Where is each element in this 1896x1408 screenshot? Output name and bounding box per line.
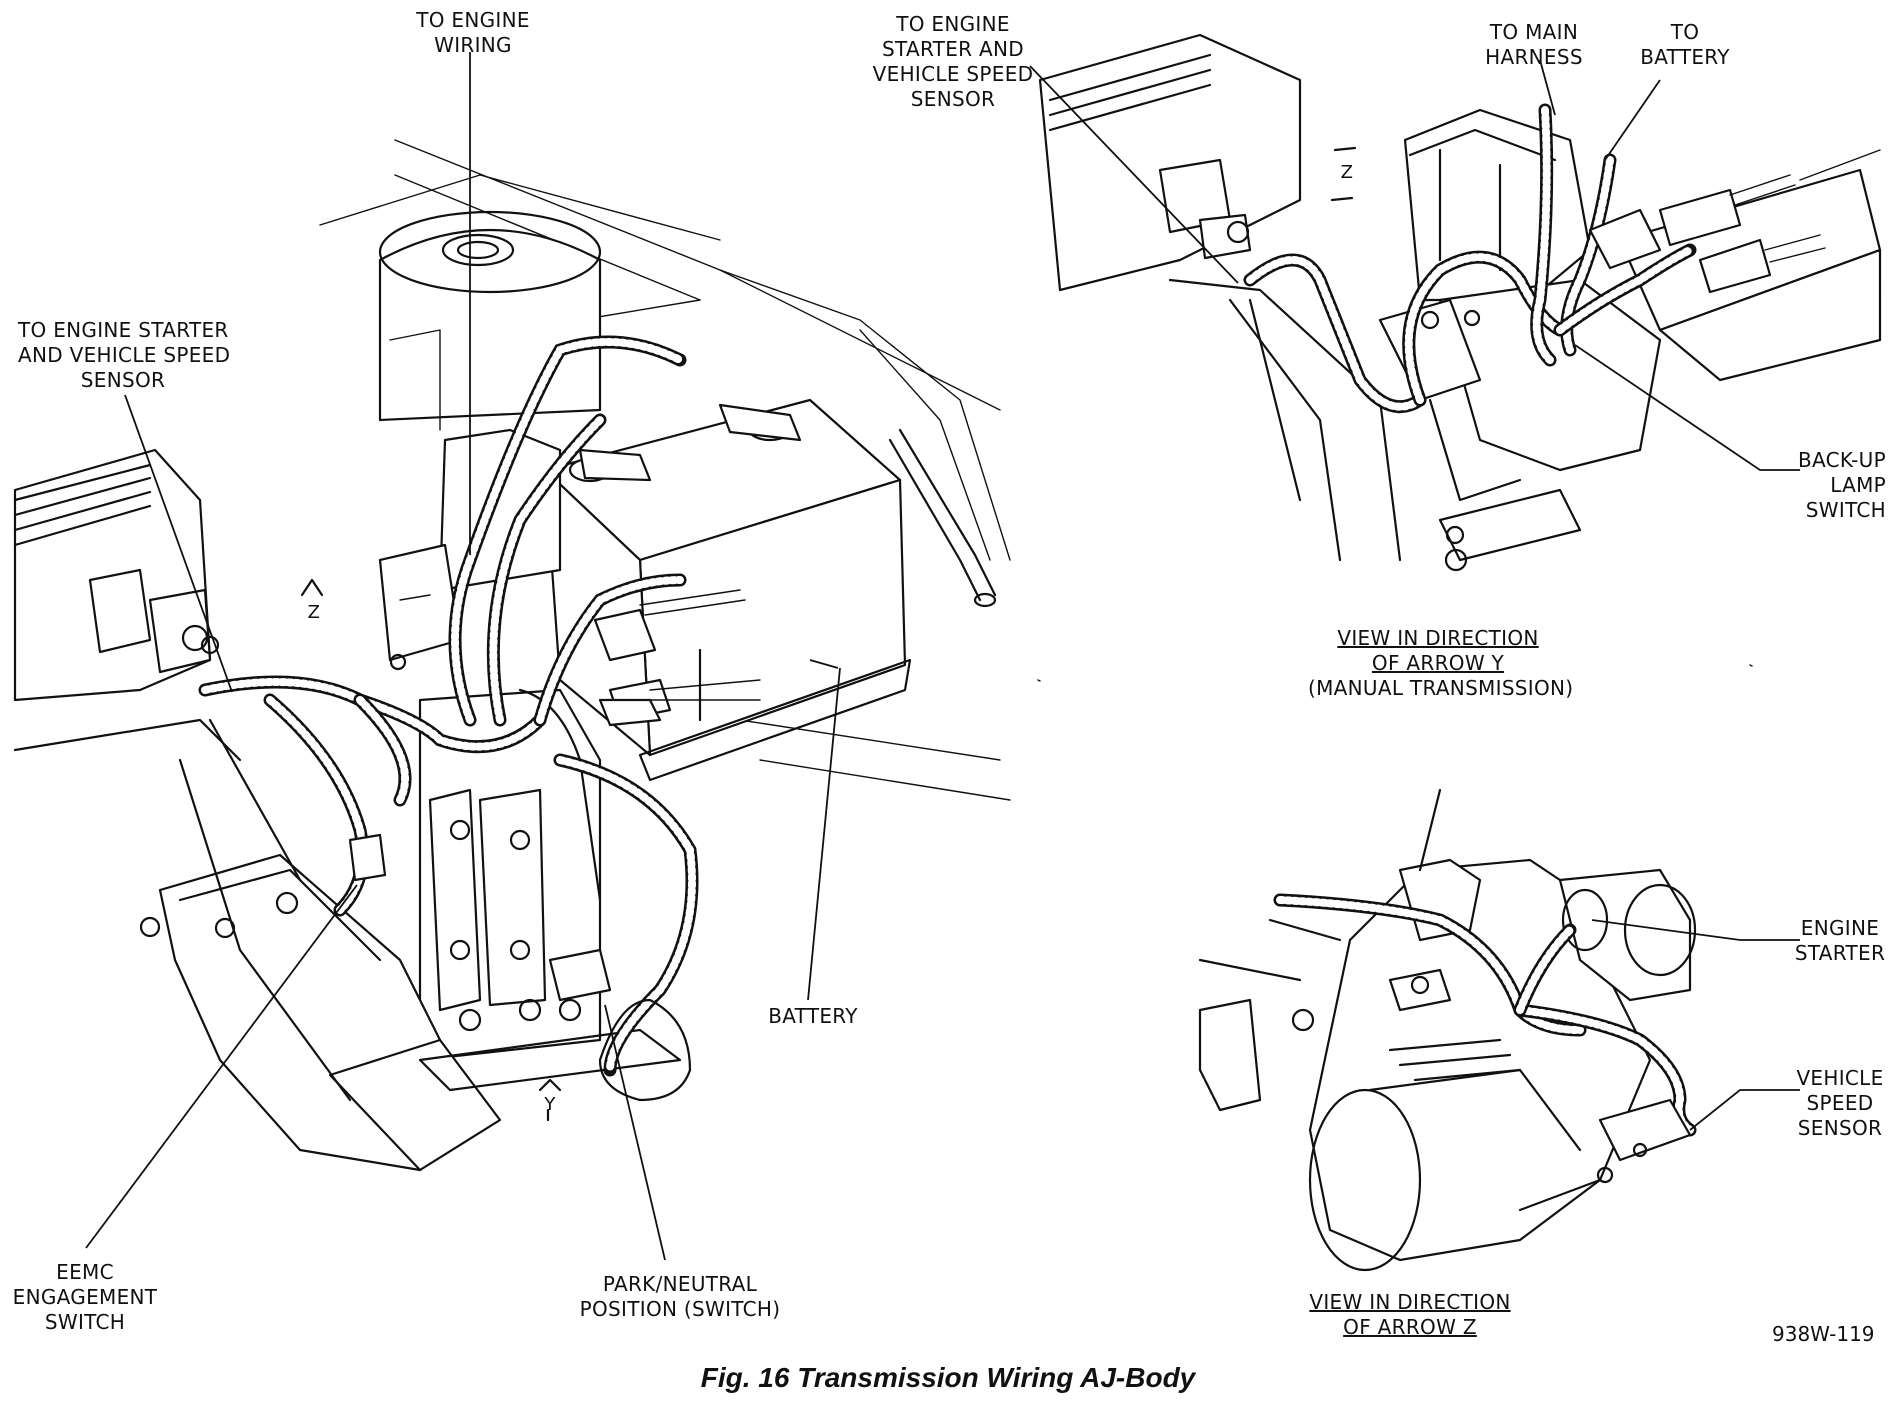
label-to-engine-wiring-l2: WIRING (434, 33, 512, 57)
arrow-z-marker-inset: Z (1340, 162, 1354, 183)
label-to-engine-starter-left-l3: SENSOR (80, 368, 166, 392)
label-to-battery: TO BATTERY (1630, 20, 1740, 70)
label-to-engine-wiring: TO ENGINE WIRING (408, 8, 538, 58)
label-to-main-harness-l1: TO MAIN (1489, 20, 1579, 44)
inset-y-leaders (1029, 59, 1800, 471)
label-view-arrow-y-l3: (MANUAL TRANSMISSION) (1308, 676, 1574, 700)
label-view-arrow-y-l2: OF ARROW Y (1371, 651, 1505, 675)
label-to-battery-l2: BATTERY (1640, 45, 1730, 69)
label-view-arrow-z-l1: VIEW IN DIRECTION (1309, 1290, 1511, 1314)
label-to-engine-starter-left-l1: TO ENGINE STARTER (18, 318, 229, 342)
figure-caption: Fig. 16 Transmission Wiring AJ-Body (700, 1362, 1196, 1393)
arrow-y-marker: Y (544, 1094, 556, 1115)
label-to-engine-starter-top-l4: SENSOR (910, 87, 996, 111)
label-to-engine-starter-top-l2: STARTER AND (882, 37, 1024, 61)
label-to-engine-starter-left-l2: AND VEHICLE SPEED (18, 343, 231, 367)
label-vehicle-speed-sensor-l3: SENSOR (1797, 1116, 1883, 1140)
label-eemc-l2: ENGAGEMENT (12, 1285, 158, 1309)
label-eemc-l1: EEMC (56, 1260, 114, 1284)
label-to-engine-starter-left: TO ENGINE STARTER AND VEHICLE SPEED SENS… (18, 318, 231, 393)
label-back-up-lamp-switch-l2: LAMP (1830, 473, 1886, 497)
label-to-engine-wiring-l1: TO ENGINE (416, 8, 530, 32)
figure-code: 938W-119 (1772, 1322, 1875, 1346)
label-view-arrow-z: VIEW IN DIRECTION OF ARROW Z (1300, 1290, 1520, 1340)
label-engine-starter-l2: STARTER (1794, 941, 1886, 965)
label-to-main-harness-l2: HARNESS (1485, 45, 1583, 69)
label-view-arrow-z-l2: OF ARROW Z (1343, 1315, 1477, 1339)
label-engine-starter: ENGINE STARTER (1790, 916, 1890, 966)
label-to-main-harness: TO MAIN HARNESS (1474, 20, 1594, 70)
label-park-neutral-switch: PARK/NEUTRAL POSITION (SWITCH) (570, 1272, 790, 1322)
inset-z-leaders (1591, 919, 1800, 1131)
label-view-arrow-y: VIEW IN DIRECTION OF ARROW Y (MANUAL TRA… (1308, 626, 1574, 701)
label-park-neutral-l1: PARK/NEUTRAL (602, 1272, 758, 1296)
label-back-up-lamp-switch: BACK-UP LAMP SWITCH (1770, 448, 1886, 523)
inset-y-drawing (1038, 33, 1882, 572)
label-back-up-lamp-switch-l3: SWITCH (1805, 498, 1886, 522)
label-view-arrow-y-l1: VIEW IN DIRECTION (1337, 626, 1539, 650)
label-to-engine-starter-top: TO ENGINE STARTER AND VEHICLE SPEED SENS… (868, 12, 1038, 112)
label-park-neutral-l2: POSITION (SWITCH) (579, 1297, 781, 1321)
arrow-z-marker: Z (307, 602, 321, 623)
label-battery: BATTERY (768, 1004, 858, 1028)
label-eemc-l3: SWITCH (44, 1310, 126, 1334)
inset-z-drawing (1198, 788, 1697, 1272)
label-eemc-engagement-switch: EEMC ENGAGEMENT SWITCH (10, 1260, 160, 1335)
label-to-battery-l1: TO (1670, 20, 1700, 44)
label-to-engine-starter-top-l1: TO ENGINE (896, 12, 1010, 36)
label-vehicle-speed-sensor: VEHICLE SPEED SENSOR (1790, 1066, 1890, 1141)
label-vehicle-speed-sensor-l2: SPEED (1806, 1091, 1874, 1115)
main-view-drawing (13, 139, 1011, 1172)
label-engine-starter-l1: ENGINE (1800, 916, 1880, 940)
label-back-up-lamp-switch-l1: BACK-UP (1797, 448, 1886, 472)
main-view-leaders (85, 52, 841, 1261)
label-vehicle-speed-sensor-l1: VEHICLE (1796, 1066, 1884, 1090)
label-to-engine-starter-top-l3: VEHICLE SPEED (872, 62, 1034, 86)
